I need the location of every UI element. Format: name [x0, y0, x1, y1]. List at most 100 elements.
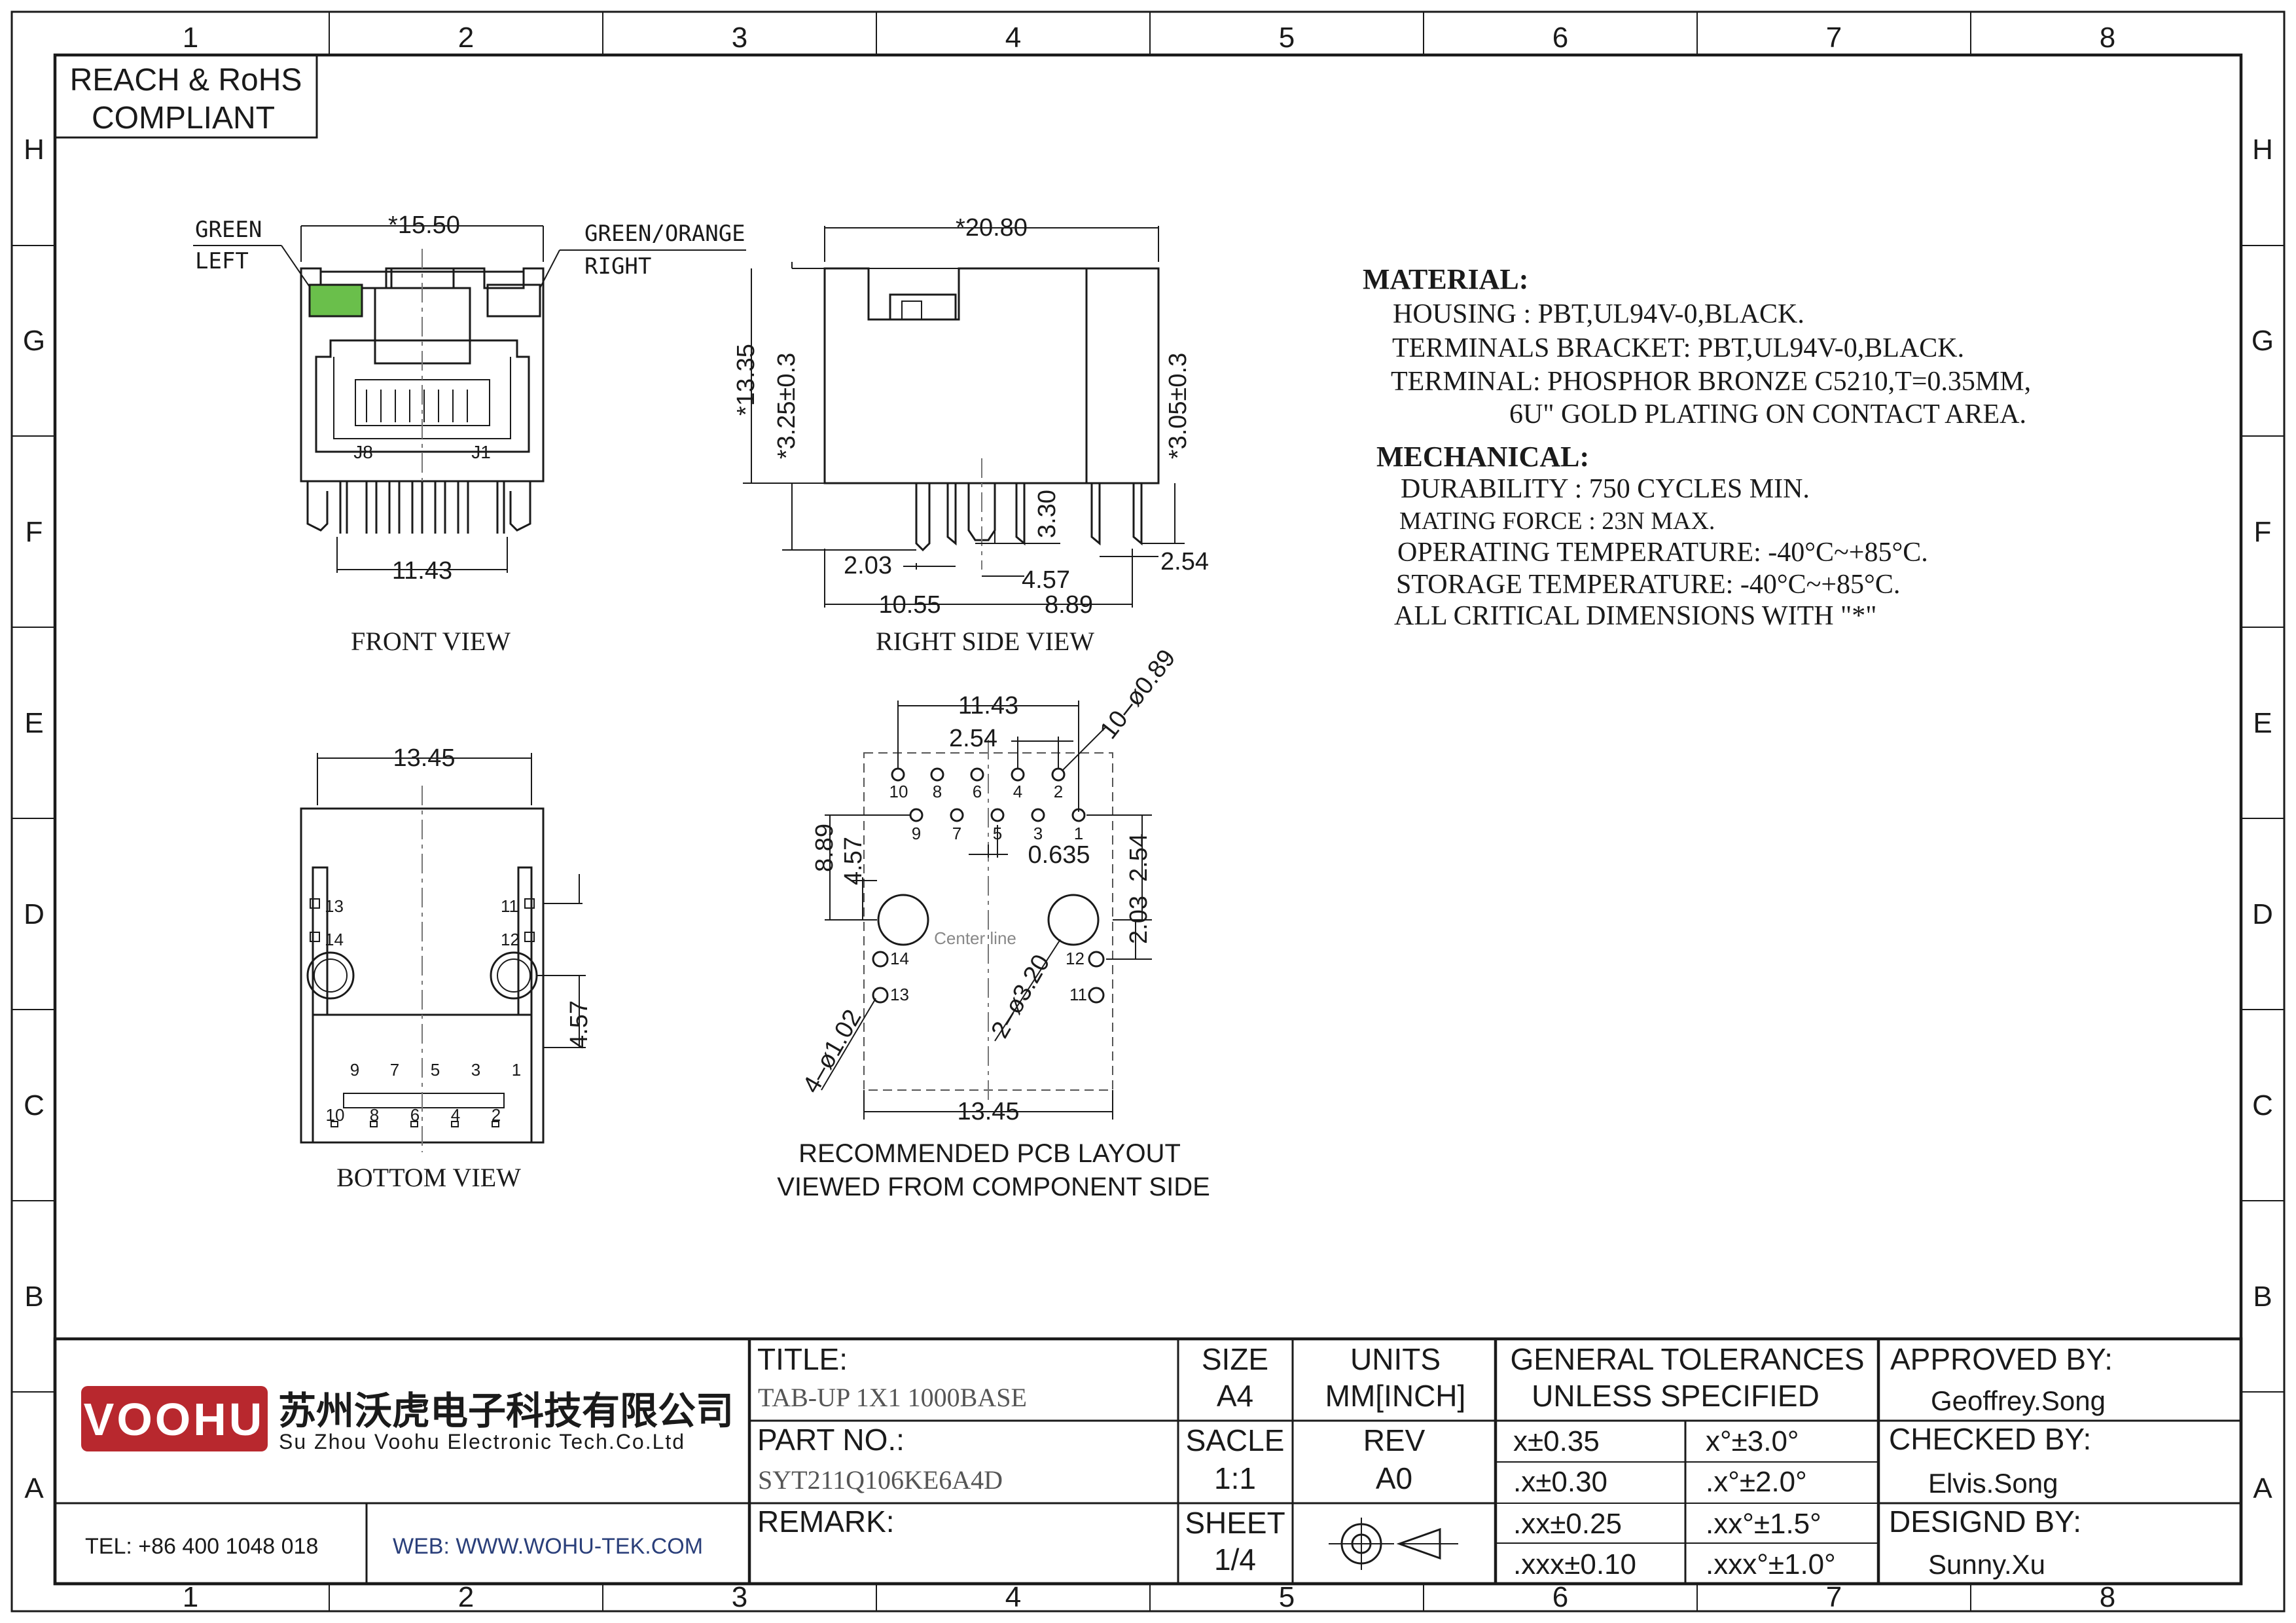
bottom-view: 13 14 11 12 9 7 5 3 1 10 8 6 4 2 13.45 — [300, 744, 593, 1192]
bottom-pin-top-3: 5 — [431, 1060, 440, 1080]
note-plating: 6U" GOLD PLATING ON CONTACT AREA. — [1509, 399, 2026, 429]
pcb-pin-top-5: 2 — [1054, 782, 1063, 801]
zone-col-top-4: 4 — [1005, 22, 1021, 54]
bottom-pin-12: 12 — [501, 930, 520, 949]
tol-angular-1: .x°±2.0° — [1706, 1466, 1807, 1498]
bottom-view-caption: BOTTOM VIEW — [336, 1163, 521, 1192]
pcb-pin-side-2: 13 — [890, 985, 909, 1004]
tol-angular-3: .xxx°±1.0° — [1706, 1548, 1836, 1580]
zone-row-right-d: D — [2252, 898, 2273, 930]
checked-label: CHECKED BY: — [1889, 1422, 2091, 1456]
zone-col-top-2: 2 — [458, 22, 474, 54]
side-dim-left-lead: *3.25±0.3 — [773, 353, 800, 459]
bottom-pin-bot-3: 6 — [410, 1105, 420, 1125]
sheet-value: 1/4 — [1214, 1542, 1256, 1577]
pcb-layout: 10 8 6 4 2 9 7 5 3 1 14 13 12 11 Center … — [777, 644, 1210, 1201]
zone-col-top-5: 5 — [1279, 22, 1295, 54]
bottom-pin-top-1: 9 — [350, 1060, 359, 1080]
logo-text: VOOHU — [84, 1394, 265, 1445]
tol-angular-2: .xx°±1.5° — [1706, 1508, 1821, 1540]
pcb-dim-offset: 0.635 — [1028, 841, 1090, 869]
zone-row-right-c: C — [2252, 1089, 2273, 1122]
zone-row-left-g: G — [23, 325, 45, 357]
part-value: SYT211Q106KE6A4D — [758, 1465, 1003, 1495]
pcb-dim-pitch: 2.54 — [949, 725, 997, 752]
side-dim-d: 10.55 — [878, 591, 941, 619]
zone-row-left-d: D — [24, 898, 45, 930]
side-dim-length: *20.80 — [956, 214, 1028, 242]
zone-row-left-h: H — [24, 134, 45, 166]
tol-linear-0: x±0.35 — [1513, 1425, 1600, 1457]
designed-label: DESIGND BY: — [1889, 1504, 2081, 1539]
pcb-dim-big: 2–ø3.20 — [986, 950, 1056, 1043]
bottom-pin-bot-4: 4 — [451, 1105, 460, 1125]
front-dim-width: *15.50 — [388, 211, 460, 239]
pcb-pin-side-3: 12 — [1066, 949, 1085, 968]
pcb-dim-width: 13.45 — [957, 1098, 1019, 1125]
zone-col-bottom-3: 3 — [732, 1581, 747, 1613]
side-view-caption: RIGHT SIDE VIEW — [876, 627, 1094, 656]
pcb-dim-small: 4–ø1.02 — [798, 1005, 867, 1098]
pin-label-j8: J8 — [353, 442, 373, 462]
material-heading: MATERIAL: — [1363, 263, 1528, 295]
pcb-dim-v1: 8.89 — [811, 824, 838, 872]
led-right-label-2: RIGHT — [584, 253, 651, 280]
side-dim-e: 8.89 — [1045, 591, 1093, 619]
company-cn: 苏州沃虎电子科技有限公司 — [278, 1390, 734, 1432]
pcb-pin-mid-5: 1 — [1074, 824, 1083, 843]
pcb-dim-r1: 2.54 — [1125, 833, 1153, 882]
led-left-green — [308, 283, 363, 318]
zone-col-bottom-1: 1 — [183, 1581, 198, 1613]
led-right-window — [486, 283, 541, 318]
bottom-pin-top-5: 1 — [512, 1060, 521, 1080]
part-label: PART NO.: — [757, 1423, 905, 1457]
note-housing: HOUSING : PBT,UL94V-0,BLACK. — [1393, 299, 1804, 329]
designed-name: Sunny.Xu — [1928, 1549, 2045, 1580]
zone-col-top-7: 7 — [1826, 22, 1842, 54]
zone-col-bottom-4: 4 — [1005, 1581, 1021, 1613]
note-durability: DURABILITY : 750 CYCLES MIN. — [1401, 474, 1810, 504]
bottom-pin-top-2: 7 — [390, 1060, 399, 1080]
zone-row-right-b: B — [2253, 1281, 2272, 1313]
zone-row-left-f: F — [26, 516, 43, 548]
pcb-dim-v2: 4.57 — [840, 837, 867, 885]
pcb-pin-top-4: 4 — [1013, 782, 1022, 801]
front-view: *15.50 11.43 J8 J1 GREEN LEFT GREEN/ORAN… — [193, 211, 746, 656]
zone-col-top-1: 1 — [183, 22, 198, 54]
zone-col-top-6: 6 — [1552, 22, 1568, 54]
zone-row-left-e: E — [24, 707, 43, 739]
bottom-pin-14: 14 — [325, 930, 344, 949]
bottom-pin-13: 13 — [325, 896, 344, 916]
zone-col-bottom-2: 2 — [458, 1581, 474, 1613]
pcb-pin-mid-2: 7 — [952, 824, 961, 843]
side-dim-c: 2.54 — [1160, 548, 1209, 575]
side-dim-a: 2.03 — [844, 552, 892, 579]
note-mating-force: MATING FORCE : 23N MAX. — [1399, 507, 1715, 535]
led-left-label-2: LEFT — [195, 248, 249, 274]
mechanical-heading: MECHANICAL: — [1376, 441, 1589, 473]
scale-label: SACLE — [1186, 1423, 1285, 1457]
compliance-line-1: REACH & RoHS — [70, 63, 302, 98]
right-side-view: *20.80 *13.35 *3.25±0.3 *3.05±0.3 3.30 2… — [732, 214, 1209, 656]
zone-col-bottom-7: 7 — [1826, 1581, 1842, 1613]
note-operating-temp: OPERATING TEMPERATURE: -40°C~+85°C. — [1397, 538, 1928, 568]
pcb-pin-side-1: 14 — [890, 949, 909, 968]
compliance-line-2: COMPLIANT — [92, 101, 275, 136]
pcb-pin-top-3: 6 — [973, 782, 982, 801]
units-value: MM[INCH] — [1325, 1379, 1466, 1413]
tol-angular-0: x°±3.0° — [1706, 1425, 1799, 1457]
note-storage-temp: STORAGE TEMPERATURE: -40°C~+85°C. — [1396, 570, 1900, 600]
pcb-pin-side-4: 11 — [1069, 985, 1087, 1004]
zone-row-right-e: E — [2253, 707, 2272, 739]
tol-linear-2: .xx±0.25 — [1513, 1508, 1622, 1540]
approved-label: APPROVED BY: — [1890, 1342, 2113, 1376]
front-dim-pins: 11.43 — [392, 557, 452, 585]
zone-row-right-g: G — [2251, 325, 2274, 357]
bottom-pin-11: 11 — [501, 896, 518, 916]
web-link[interactable]: WEB: WWW.WOHU-TEK.COM — [393, 1534, 703, 1559]
tol-linear-1: .x±0.30 — [1513, 1466, 1607, 1498]
tol-linear-3: .xxx±0.10 — [1513, 1548, 1636, 1580]
zone-row-left-a: A — [24, 1472, 44, 1504]
size-label: SIZE — [1202, 1342, 1268, 1376]
